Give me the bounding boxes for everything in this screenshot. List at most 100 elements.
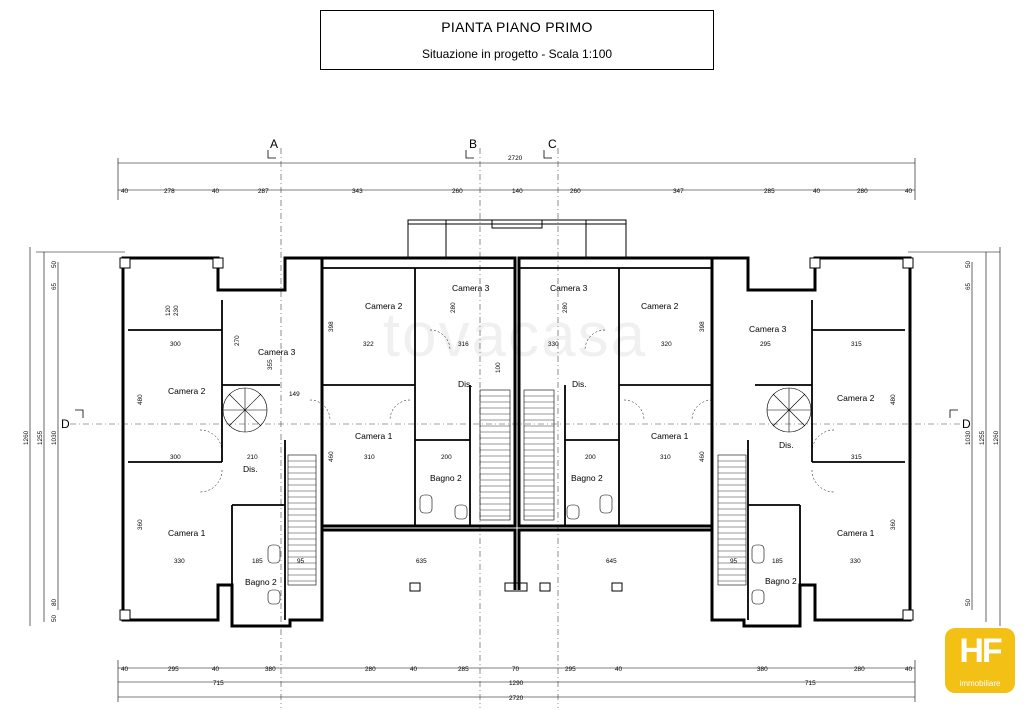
side-dim-left: 1030 bbox=[51, 430, 58, 445]
inner-dim: 300 bbox=[170, 341, 181, 348]
room-label-camera-2: Camera 2 bbox=[837, 393, 875, 403]
inner-dim: 200 bbox=[441, 454, 452, 461]
inner-dim: 330 bbox=[850, 558, 861, 565]
side-dim-right: 50 bbox=[965, 598, 972, 606]
inner-dim: 149 bbox=[289, 391, 300, 398]
side-dim-right: 50 bbox=[965, 260, 972, 268]
bottom-dim: 40 bbox=[121, 666, 129, 673]
top-dim: 40 bbox=[905, 188, 913, 195]
side-dim-right: 1260 bbox=[993, 430, 1000, 445]
room-label-camera-1: Camera 1 bbox=[651, 431, 689, 441]
top-dim: 280 bbox=[857, 188, 868, 195]
inner-dim: 316 bbox=[458, 341, 469, 348]
title-box: PIANTA PIANO PRIMO Situazione in progett… bbox=[320, 10, 714, 70]
bottom-dim: 295 bbox=[565, 666, 576, 673]
side-dim-right: 1255 bbox=[979, 430, 986, 445]
room-label-bagno-2: Bagno 2 bbox=[430, 473, 462, 483]
bottom-mid-dim: 715 bbox=[213, 680, 224, 687]
section-label-a: A bbox=[270, 137, 278, 151]
room-label-camera-3: Camera 3 bbox=[749, 324, 787, 334]
inner-dim: 100 bbox=[495, 362, 502, 373]
side-dim-left: 1255 bbox=[37, 430, 44, 445]
inner-dim: 295 bbox=[760, 341, 771, 348]
top-dim: 260 bbox=[452, 188, 463, 195]
bottom-total-dim: 2720 bbox=[509, 695, 524, 702]
bottom-dim: 295 bbox=[168, 666, 179, 673]
inner-dim: 360 bbox=[137, 519, 144, 530]
inner-dim: 185 bbox=[772, 558, 783, 565]
inner-dim: 200 bbox=[585, 454, 596, 461]
section-label-d-right: D bbox=[962, 417, 971, 431]
top-dim: 287 bbox=[258, 188, 269, 195]
hf-immobiliare-logo: HF immobiliare bbox=[945, 628, 1015, 693]
top-dim: 343 bbox=[352, 188, 363, 195]
room-label-dis: Dis. bbox=[779, 440, 794, 450]
top-dim: 260 bbox=[570, 188, 581, 195]
inner-dim: 300 bbox=[170, 454, 181, 461]
room-label-camera-2: Camera 2 bbox=[365, 301, 403, 311]
top-dim: 40 bbox=[121, 188, 129, 195]
top-dim: 40 bbox=[813, 188, 821, 195]
bottom-dim: 280 bbox=[365, 666, 376, 673]
room-label-dis: Dis. bbox=[243, 464, 258, 474]
inner-dim: 185 bbox=[252, 558, 263, 565]
bottom-dim: 285 bbox=[458, 666, 469, 673]
bottom-mid-dim: 1290 bbox=[509, 680, 524, 687]
inner-dim: 280 bbox=[450, 302, 457, 313]
logo-subtitle: immobiliare bbox=[959, 679, 1001, 688]
inner-dim: 330 bbox=[174, 558, 185, 565]
inner-dim: 315 bbox=[851, 341, 862, 348]
side-dim-right: 1030 bbox=[965, 430, 972, 445]
inner-dim: 310 bbox=[364, 454, 375, 461]
inner-dim: 480 bbox=[137, 394, 144, 405]
bottom-dim: 40 bbox=[212, 666, 220, 673]
top-dim: 278 bbox=[164, 188, 175, 195]
room-label-bagno-2: Bagno 2 bbox=[245, 577, 277, 587]
inner-dim: 355 bbox=[267, 359, 274, 370]
bottom-dim: 380 bbox=[265, 666, 276, 673]
inner-dim: 210 bbox=[247, 454, 258, 461]
bottom-dim: 40 bbox=[905, 666, 913, 673]
inner-dim: 460 bbox=[699, 451, 706, 462]
inner-dim: 645 bbox=[606, 558, 617, 565]
top-dim: 347 bbox=[673, 188, 684, 195]
top-dim: 285 bbox=[764, 188, 775, 195]
inner-dim: 230 bbox=[173, 305, 180, 316]
inner-dim: 280 bbox=[562, 302, 569, 313]
inner-dim: 270 bbox=[234, 335, 241, 346]
inner-dim: 95 bbox=[730, 558, 738, 565]
inner-dim: 398 bbox=[328, 321, 335, 332]
top-dim: 140 bbox=[512, 188, 523, 195]
section-label-b: B bbox=[469, 137, 477, 151]
bottom-dim: 40 bbox=[615, 666, 623, 673]
bottom-dim: 40 bbox=[410, 666, 418, 673]
section-label-c: C bbox=[548, 137, 557, 151]
inner-dim: 315 bbox=[851, 454, 862, 461]
room-label-camera-1: Camera 1 bbox=[837, 528, 875, 538]
room-label-dis: Dis. bbox=[458, 379, 473, 389]
side-dim-right: 65 bbox=[965, 282, 972, 290]
drawing-subtitle: Situazione in progetto - Scala 1:100 bbox=[421, 47, 613, 61]
room-label-camera-3: Camera 3 bbox=[258, 347, 296, 357]
room-label-camera-3: Camera 3 bbox=[452, 283, 490, 293]
room-label-bagno-2: Bagno 2 bbox=[571, 473, 603, 483]
bottom-dim: 70 bbox=[512, 666, 520, 673]
inner-dim: 460 bbox=[328, 451, 335, 462]
side-dim-left: 50 bbox=[51, 614, 58, 622]
inner-dim: 320 bbox=[661, 341, 672, 348]
room-label-camera-3: Camera 3 bbox=[550, 283, 588, 293]
side-dim-left: 80 bbox=[51, 598, 58, 606]
room-label-bagno-2: Bagno 2 bbox=[765, 576, 797, 586]
inner-dim: 95 bbox=[297, 558, 305, 565]
side-dim-left: 1260 bbox=[23, 430, 30, 445]
logo-mark: HF bbox=[959, 632, 1002, 670]
bottom-dim: 280 bbox=[854, 666, 865, 673]
side-dim-left: 65 bbox=[51, 282, 58, 290]
inner-dim: 398 bbox=[699, 321, 706, 332]
bottom-mid-dim: 715 bbox=[805, 680, 816, 687]
inner-dim: 480 bbox=[890, 394, 897, 405]
section-label-d-left: D bbox=[61, 417, 70, 431]
top-total-dim: 2720 bbox=[508, 155, 523, 162]
room-label-camera-1: Camera 1 bbox=[355, 431, 393, 441]
